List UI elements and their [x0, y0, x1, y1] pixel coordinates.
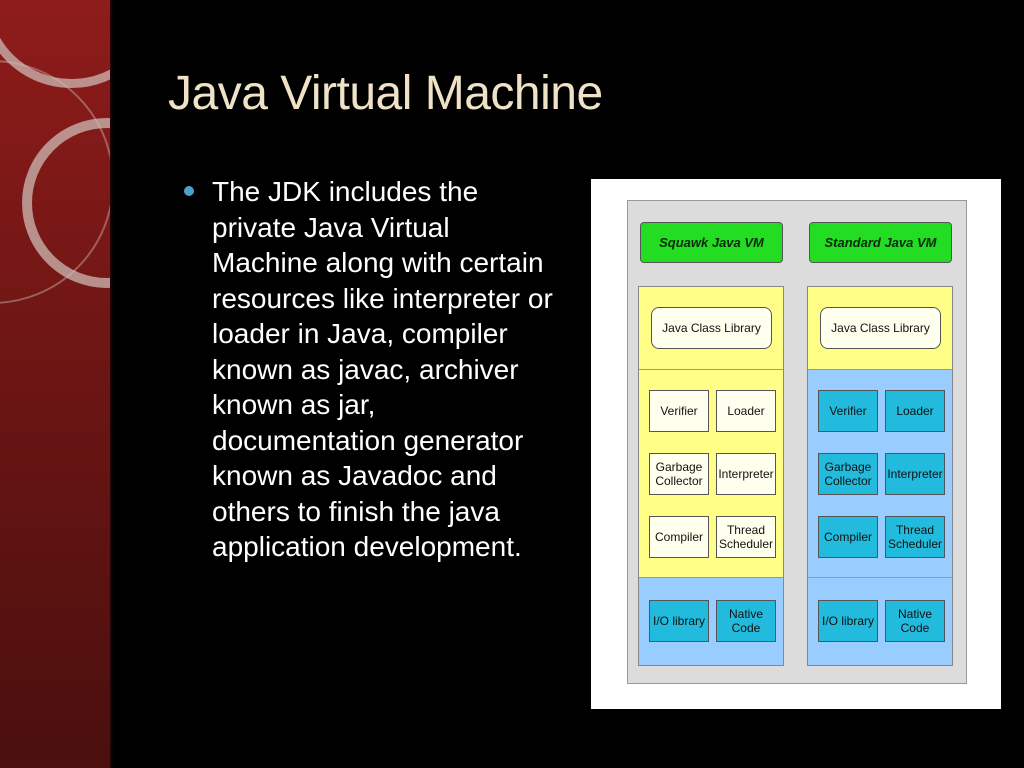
- decorative-ring: [0, 0, 113, 88]
- native-code-box: Native Code: [885, 600, 945, 642]
- thread-scheduler-box: Thread Scheduler: [716, 516, 776, 558]
- core-band: Verifier Loader Garbage Collector Interp…: [639, 370, 783, 578]
- interpreter-box: Interpreter: [716, 453, 776, 495]
- java-class-library-box: Java Class Library: [651, 307, 772, 349]
- io-band: I/O library Native Code: [808, 578, 952, 665]
- thread-scheduler-box: Thread Scheduler: [885, 516, 945, 558]
- io-library-box: I/O library: [649, 600, 709, 642]
- verifier-box: Verifier: [649, 390, 709, 432]
- squawk-vm-column: Java Class Library Verifier Loader Garba…: [638, 286, 784, 666]
- bullet-dot-icon: [184, 186, 194, 196]
- bullet-list: The JDK includes the private Java Virtua…: [184, 174, 554, 565]
- loader-box: Loader: [716, 390, 776, 432]
- sidebar-edge: [110, 0, 113, 768]
- verifier-box: Verifier: [818, 390, 878, 432]
- io-library-box: I/O library: [818, 600, 878, 642]
- native-code-box: Native Code: [716, 600, 776, 642]
- library-band: Java Class Library: [639, 287, 783, 370]
- standard-vm-header: Standard Java VM: [809, 222, 952, 263]
- interpreter-box: Interpreter: [885, 453, 945, 495]
- core-band: Verifier Loader Garbage Collector Interp…: [808, 370, 952, 578]
- io-band: I/O library Native Code: [639, 578, 783, 665]
- java-class-library-box: Java Class Library: [820, 307, 941, 349]
- garbage-collector-box: Garbage Collector: [649, 453, 709, 495]
- bullet-text: The JDK includes the private Java Virtua…: [212, 176, 553, 562]
- squawk-vm-header: Squawk Java VM: [640, 222, 783, 263]
- compiler-box: Compiler: [649, 516, 709, 558]
- slide-title: Java Virtual Machine: [168, 67, 603, 120]
- library-band: Java Class Library: [808, 287, 952, 370]
- loader-box: Loader: [885, 390, 945, 432]
- standard-vm-column: Java Class Library Verifier Loader Garba…: [807, 286, 953, 666]
- decorative-sidebar: [0, 0, 113, 768]
- jvm-diagram: Squawk Java VM Java Class Library Verifi…: [591, 179, 1001, 709]
- garbage-collector-box: Garbage Collector: [818, 453, 878, 495]
- compiler-box: Compiler: [818, 516, 878, 558]
- diagram-frame: Squawk Java VM Java Class Library Verifi…: [627, 200, 967, 684]
